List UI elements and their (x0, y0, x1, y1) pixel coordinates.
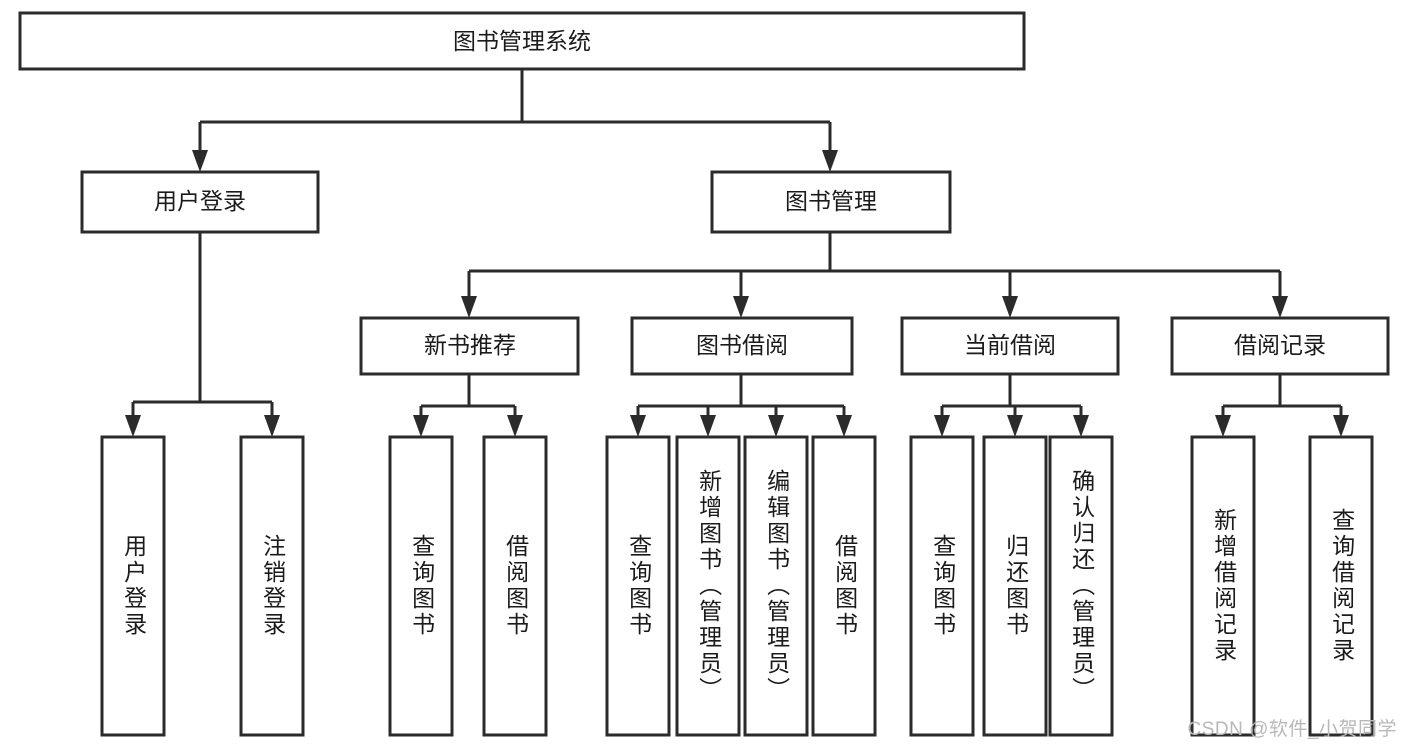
node-current-borrow-box[interactable] (900, 316, 1120, 376)
node-book-borrow-box[interactable] (630, 316, 854, 376)
connector-layer (125, 69, 1349, 437)
leaf-box-query-book-3[interactable] (909, 435, 975, 737)
node-book-management-label: 图书管理 (785, 188, 877, 214)
node-book-borrow-label: 图书借阅 (696, 332, 788, 358)
leaf-box-user-login[interactable] (100, 435, 166, 737)
node-borrow-record-box[interactable] (1170, 316, 1390, 376)
csdn-watermark: CSDN @软件_小贺同学 (1187, 719, 1397, 740)
leaf-node-group (100, 435, 1374, 737)
leaf-box-borrow-book-1[interactable] (482, 435, 548, 737)
arrow-head-userlogin-1 (125, 415, 141, 437)
arrow-head-level3-2 (733, 296, 749, 318)
arrow-head-record-1 (1215, 415, 1231, 437)
leaf-box-query-book-1[interactable] (388, 435, 454, 737)
node-root-label: 图书管理系统 (453, 28, 591, 54)
leaf-box-borrow-book-2[interactable] (811, 435, 877, 737)
node-new-book-recommend-label: 新书推荐 (424, 332, 516, 358)
arrow-head-newbook-2 (507, 415, 523, 437)
node-user-login-box[interactable] (80, 170, 320, 234)
node-current-borrow-label: 当前借阅 (964, 332, 1056, 358)
arrow-head-record-2 (1333, 415, 1349, 437)
arrow-head-current-1 (934, 415, 950, 437)
arrow-head-current-2 (1007, 415, 1023, 437)
leaf-box-query-book-2[interactable] (605, 435, 671, 737)
node-new-book-recommend-box[interactable] (359, 316, 580, 376)
arrow-head-level2-1 (192, 150, 208, 172)
arrow-head-level3-4 (1272, 296, 1288, 318)
arrow-head-current-3 (1073, 415, 1089, 437)
arrow-head-borrow-2 (700, 415, 716, 437)
arrow-head-level3-3 (1002, 296, 1018, 318)
leaf-box-add-book-admin[interactable] (675, 435, 741, 737)
node-user-login-label: 用户登录 (154, 188, 246, 214)
node-book-management-box[interactable] (710, 170, 952, 234)
node-borrow-record-label: 借阅记录 (1234, 332, 1326, 358)
leaf-box-confirm-return[interactable] (1048, 435, 1114, 737)
arrow-head-borrow-4 (836, 415, 852, 437)
leaf-box-return-book[interactable] (982, 435, 1048, 737)
node-root[interactable]: 图书管理系统 (18, 11, 1026, 71)
arrow-head-level2-2 (822, 150, 838, 172)
arrow-head-borrow-1 (630, 415, 646, 437)
node-current-borrow[interactable]: 当前借阅 (900, 316, 1120, 376)
leaf-box-add-record[interactable] (1190, 435, 1256, 737)
node-root-box[interactable] (18, 11, 1026, 71)
node-user-login[interactable]: 用户登录 (80, 170, 320, 234)
leaf-box-logout[interactable] (239, 435, 305, 737)
node-book-management[interactable]: 图书管理 (710, 170, 952, 234)
arrow-head-userlogin-2 (264, 415, 280, 437)
arrow-head-borrow-3 (768, 415, 784, 437)
node-book-borrow[interactable]: 图书借阅 (630, 316, 854, 376)
node-borrow-record[interactable]: 借阅记录 (1170, 316, 1390, 376)
leaf-box-edit-book-admin[interactable] (743, 435, 809, 737)
arrow-head-level3-1 (461, 296, 477, 318)
arrow-head-newbook-1 (413, 415, 429, 437)
leaf-box-query-record[interactable] (1308, 435, 1374, 737)
node-new-book-recommend[interactable]: 新书推荐 (359, 316, 580, 376)
